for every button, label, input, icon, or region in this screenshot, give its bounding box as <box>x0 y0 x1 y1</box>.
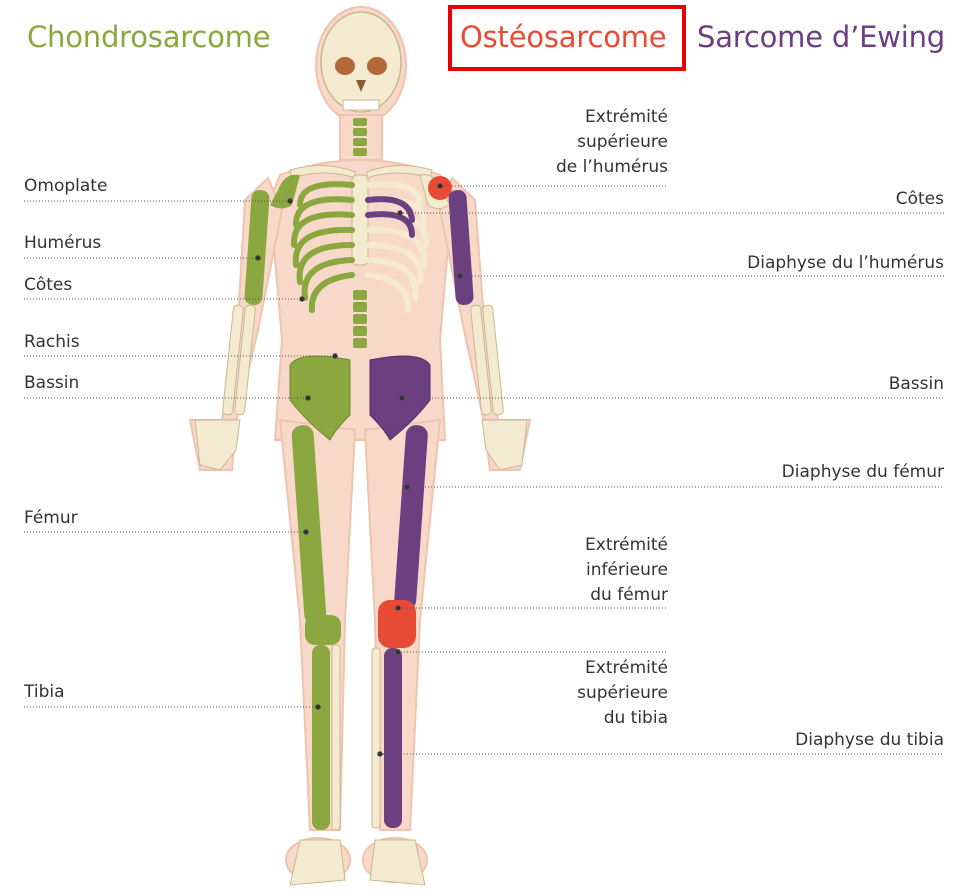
label-extr-sup-tibia-line2: supérieure <box>577 681 668 706</box>
label-omoplate: Omoplate <box>24 174 107 199</box>
label-extr-sup-tibia-line3: du tibia <box>577 706 668 731</box>
label-femur: Fémur <box>24 506 78 531</box>
label-tibia: Tibia <box>24 680 65 705</box>
label-bassin-left: Bassin <box>24 371 79 396</box>
label-humerus: Humérus <box>24 231 101 256</box>
label-extr-sup-humerus-line2: supérieure <box>556 130 668 155</box>
label-extr-inf-femur: Extrémité inférieure du fémur <box>585 533 668 608</box>
label-extr-inf-femur-line2: inférieure <box>585 558 668 583</box>
label-diaphyse-tibia: Diaphyse du tibia <box>795 728 944 753</box>
label-rachis: Rachis <box>24 330 80 355</box>
label-cotes-left: Côtes <box>24 273 72 298</box>
label-extr-sup-humerus-line1: Extrémité <box>556 105 668 130</box>
label-bassin-right: Bassin <box>889 372 944 397</box>
label-diaphyse-humerus: Diaphyse du l’humérus <box>747 251 944 276</box>
label-diaphyse-femur: Diaphyse du fémur <box>782 460 944 485</box>
label-extr-sup-humerus: Extrémité supérieure de l’humérus <box>556 105 668 180</box>
label-extr-sup-tibia-line1: Extrémité <box>577 656 668 681</box>
label-extr-inf-femur-line1: Extrémité <box>585 533 668 558</box>
label-extr-inf-femur-line3: du fémur <box>585 583 668 608</box>
label-extr-sup-humerus-line3: de l’humérus <box>556 155 668 180</box>
label-cotes-right: Côtes <box>896 187 944 212</box>
label-extr-sup-tibia: Extrémité supérieure du tibia <box>577 656 668 731</box>
